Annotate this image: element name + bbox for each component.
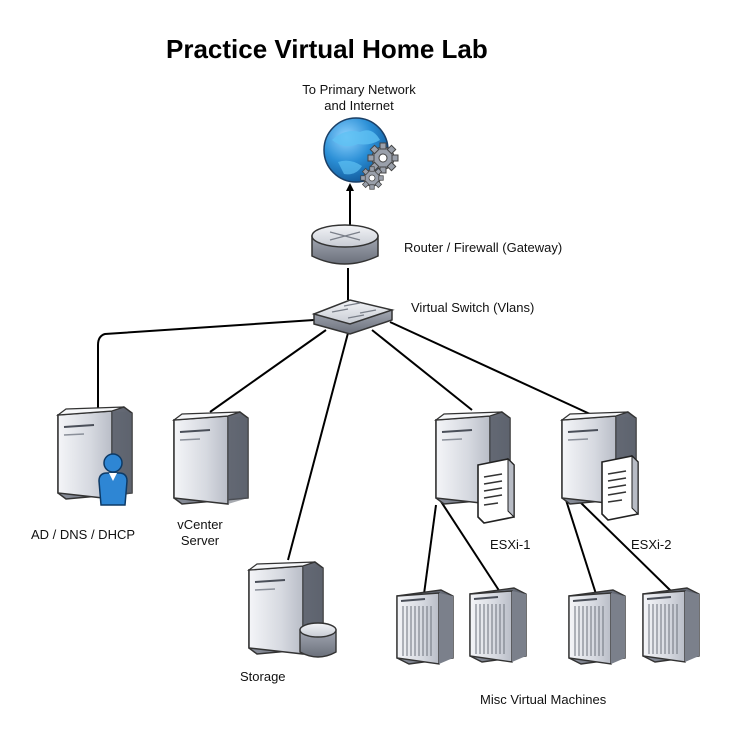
vm-blade-icon-2 bbox=[469, 587, 527, 663]
link-switch-esxi1 bbox=[371, 329, 473, 411]
vcenter-server-icon bbox=[173, 411, 249, 505]
esxi2-label: ESXi-2 bbox=[631, 537, 672, 552]
ad-dns-dhcp-label: AD / DNS / DHCP bbox=[31, 527, 136, 542]
diagram-title: Practice Virtual Home Lab bbox=[166, 34, 488, 64]
link-switch-storage bbox=[287, 332, 349, 561]
storage-label: Storage bbox=[240, 669, 286, 684]
vcenter-label-line1: vCenter bbox=[177, 517, 223, 532]
link-esxi1-vm1 bbox=[423, 504, 437, 595]
server-user-icon bbox=[57, 406, 133, 506]
link-switch-ad bbox=[97, 319, 315, 408]
vcenter-label: vCenter Server bbox=[170, 517, 230, 549]
vm-blade-icon-3 bbox=[568, 589, 626, 665]
arrow-head-up bbox=[346, 183, 354, 191]
link-esxi2-vm2 bbox=[577, 499, 673, 593]
vm-blade-icon-1 bbox=[396, 589, 454, 665]
internet-label: To Primary Network and Internet bbox=[292, 82, 426, 114]
switch-label: Virtual Switch (Vlans) bbox=[411, 300, 535, 315]
globe-gears-icon bbox=[323, 117, 399, 190]
router-icon bbox=[311, 224, 379, 265]
esxi2-server-icon bbox=[561, 411, 639, 521]
internet-label-line1: To Primary Network bbox=[302, 82, 416, 97]
vms-label: Misc Virtual Machines bbox=[480, 692, 607, 707]
vcenter-label-line2: Server bbox=[180, 533, 220, 548]
esxi1-server-icon bbox=[435, 411, 515, 524]
switch-icon bbox=[311, 299, 395, 335]
link-switch-esxi2 bbox=[389, 321, 591, 415]
vm-blade-icon-4 bbox=[642, 587, 700, 663]
link-esxi2-vm1 bbox=[565, 499, 597, 595]
link-switch-vcenter bbox=[209, 329, 327, 413]
server-database-icon bbox=[248, 561, 337, 658]
router-label: Router / Firewall (Gateway) bbox=[404, 240, 563, 255]
esxi1-label: ESXi-1 bbox=[490, 537, 531, 552]
link-esxi1-vm2 bbox=[439, 499, 501, 593]
internet-label-line2: and Internet bbox=[324, 98, 394, 113]
